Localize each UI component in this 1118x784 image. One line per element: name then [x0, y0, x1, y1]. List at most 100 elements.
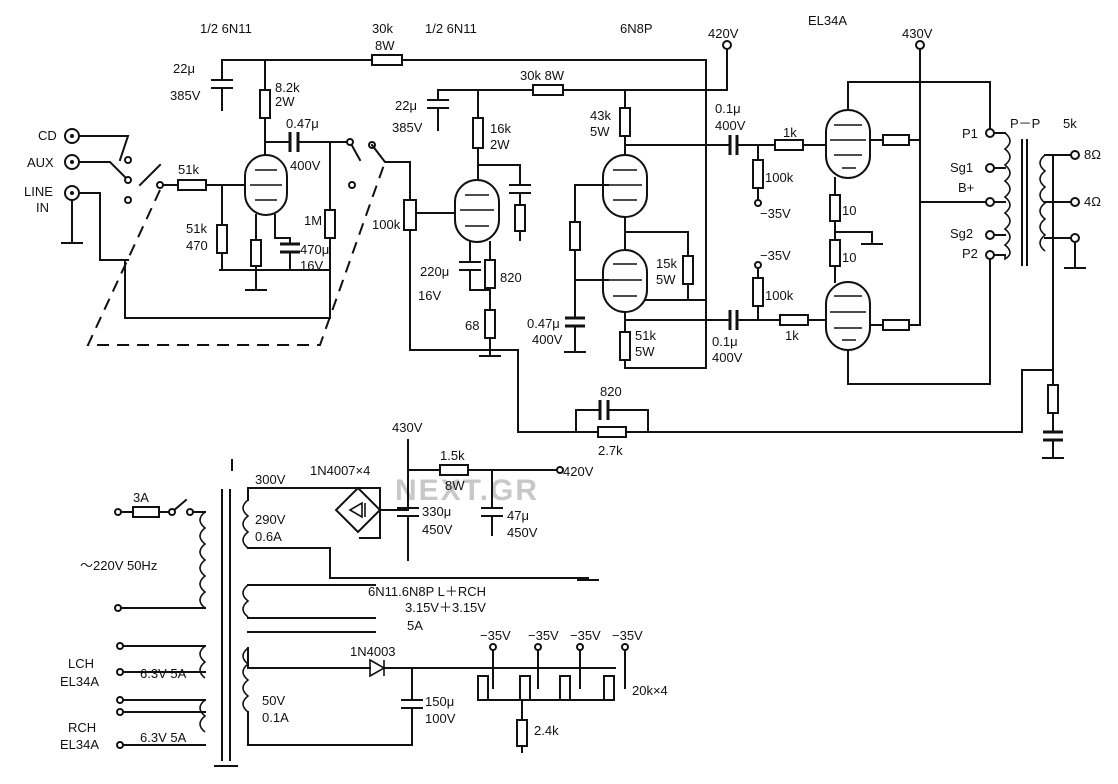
- c1-rating: 385V: [170, 88, 201, 103]
- rch-tube-label: EL34A: [60, 737, 99, 752]
- r51k-in-label: 51k: [178, 162, 199, 177]
- power-supply: [114, 439, 629, 767]
- p1-label: P1: [962, 126, 978, 141]
- r51k-label: 51k: [186, 221, 207, 236]
- resistor-820: [484, 259, 496, 289]
- r43k-rating: 5W: [590, 124, 610, 139]
- r100k-a-label: 100k: [765, 170, 794, 185]
- lch-voltage-label: 6.3V 5A: [140, 666, 187, 681]
- r10-a-label: 10: [842, 203, 856, 218]
- lch-label: LCH: [68, 656, 94, 671]
- r30k-a-value: 30k: [372, 21, 393, 36]
- resistor-zobel: [1047, 384, 1059, 414]
- resistor-1m: [324, 209, 336, 239]
- diode-label: 1N4003: [350, 644, 396, 659]
- resistor-68: [484, 309, 496, 339]
- fb-c-label: 820: [600, 384, 622, 399]
- lch-tube-label: EL34A: [60, 674, 99, 689]
- tube-label-el34a: EL34A: [808, 13, 847, 28]
- input-in-label: IN: [36, 200, 49, 215]
- h315-label: 3.15V＋3.15V: [405, 600, 486, 615]
- c150-rating: 100V: [425, 711, 456, 726]
- pots-label: 20k×4: [632, 683, 668, 698]
- c47-rating: 450V: [507, 525, 538, 540]
- c150-value: 150μ: [425, 694, 454, 709]
- r43k-value: 43k: [590, 108, 611, 123]
- c5-value: 220μ: [420, 264, 449, 279]
- r820-label: 820: [500, 270, 522, 285]
- c3-value: 0.47μ: [286, 116, 319, 131]
- resistor-51k-input: [177, 179, 207, 191]
- bplus-label: B+: [958, 180, 974, 195]
- sg2-label: Sg2: [950, 226, 973, 241]
- v290-label: 290V: [255, 512, 286, 527]
- r15k-value: 15k: [656, 256, 677, 271]
- resistor-g2-upper: [882, 134, 910, 146]
- c7-value: 0.1μ: [715, 101, 741, 116]
- r16k-rating: 2W: [490, 137, 510, 152]
- neg35-b-label: −35V: [760, 248, 791, 263]
- r100k-b-label: 100k: [765, 288, 794, 303]
- r2k4-label: 2.4k: [534, 723, 559, 738]
- bridge-label: 1N4007×4: [310, 463, 370, 478]
- c7-rating: 400V: [715, 118, 746, 133]
- sg1-label: Sg1: [950, 160, 973, 175]
- v50-label: 50V: [262, 693, 285, 708]
- r30k-b-label: 30k 8W: [520, 68, 565, 83]
- r1k-a-label: 1k: [783, 125, 797, 140]
- ot-impedance-label: 5k: [1063, 116, 1077, 131]
- tube-6n8p-lower: [602, 249, 648, 313]
- volume-pot-100k: [403, 199, 417, 231]
- neg35-3: −35V: [570, 628, 601, 643]
- cap-0.47u-coupling-a: [288, 132, 300, 152]
- resistor-2k4: [516, 719, 528, 747]
- heater-label: 6N11.6N8P L＋RCH: [368, 584, 486, 599]
- cap-820-feedback: [598, 400, 610, 420]
- v300-label: 300V: [255, 472, 286, 487]
- fuse-label: 3A: [133, 490, 149, 505]
- resistor-1k5-8w: [439, 464, 469, 476]
- tube-label-6n11-a: 1/2 6N11: [200, 21, 252, 36]
- resistor-2k7-feedback: [597, 426, 627, 438]
- c8-value: 0.1μ: [712, 334, 738, 349]
- c1-value: 22μ: [173, 61, 195, 76]
- c8-rating: 400V: [712, 350, 743, 365]
- tube-label-6n8p: 6N8P: [620, 21, 653, 36]
- r51k-b-rating: 5W: [635, 344, 655, 359]
- tube-el34a-upper: [825, 109, 871, 179]
- rch-label: RCH: [68, 720, 96, 735]
- p2-label: P2: [962, 246, 978, 261]
- resistor-30k-8w-b: [532, 84, 564, 96]
- cap-0.47u-bypass: [565, 316, 585, 328]
- c6-rating: 400V: [532, 332, 563, 347]
- bridge-rectifier: [334, 486, 382, 534]
- pot-20k-4: [603, 675, 615, 701]
- r1k5-rating: 8W: [445, 478, 465, 493]
- tube-label-6n11-b: 1/2 6N11: [425, 21, 477, 36]
- cap-0.1u-upper: [728, 135, 739, 155]
- resistor-30k-8w-a: [371, 54, 403, 66]
- c3-rating: 400V: [290, 158, 321, 173]
- resistor-1k-upper: [774, 139, 804, 151]
- pot-20k-1: [477, 675, 489, 701]
- c330-rating: 450V: [422, 522, 453, 537]
- pot-20k-3: [559, 675, 571, 701]
- output-transformer: [649, 128, 1086, 459]
- input-cd-label: CD: [38, 128, 57, 143]
- tube-6n8p-upper: [602, 154, 648, 218]
- i06-label: 0.6A: [255, 529, 282, 544]
- cap-0.1u-lower: [728, 310, 739, 330]
- r1k-b-label: 1k: [785, 328, 799, 343]
- c5-rating: 16V: [418, 288, 441, 303]
- resistor-10-lower: [829, 239, 841, 267]
- cap-470u-16v: [280, 242, 300, 254]
- c330-value: 330μ: [422, 504, 451, 519]
- resistor-6n8p-grid: [514, 204, 526, 232]
- pot-20k-2: [519, 675, 531, 701]
- pp-label: P－P: [1010, 116, 1040, 131]
- resistor-51k-grid: [216, 224, 228, 254]
- r51k-b-value: 51k: [635, 328, 656, 343]
- tap-4ohm-label: 4Ω: [1084, 194, 1101, 209]
- rail-420v-psu-label: 420V: [563, 464, 594, 479]
